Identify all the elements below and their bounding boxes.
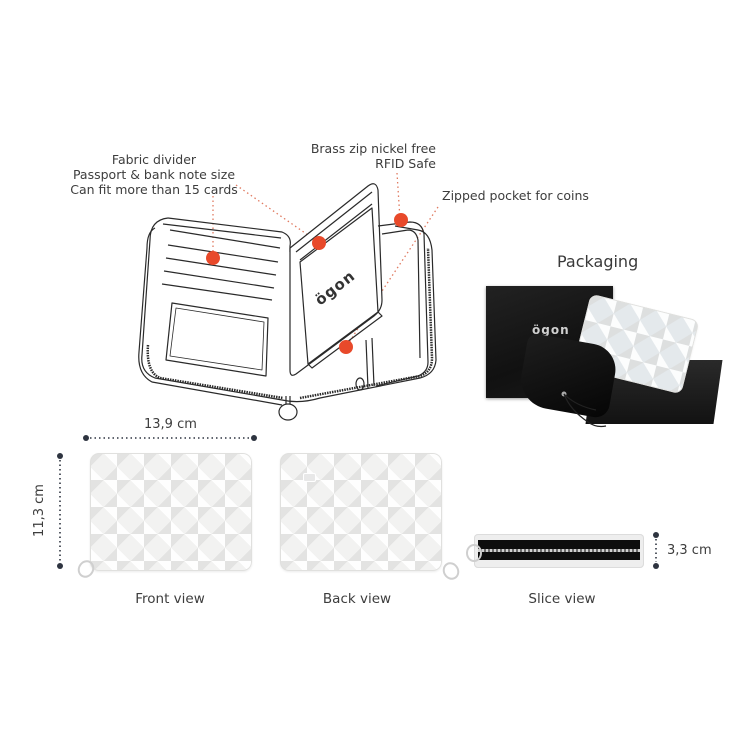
- depth-dimension-line: [653, 532, 659, 569]
- box-brand-logo: ögon: [532, 323, 570, 337]
- height-dimension-line: [57, 453, 63, 569]
- front-view-caption: Front view: [135, 591, 205, 607]
- packaging-title: Packaging: [557, 252, 639, 271]
- callout-zipped-pocket: Zipped pocket for coins: [442, 188, 589, 203]
- callout-line: Brass zip nickel free: [310, 141, 436, 156]
- back-view-zip-ring: [439, 559, 463, 583]
- callout-dots: [206, 213, 408, 354]
- back-view-caption: Back view: [322, 591, 392, 607]
- back-view-wallet: [280, 453, 442, 571]
- slice-view-zipper: [478, 540, 640, 560]
- callout-line: Passport & bank note size: [72, 167, 236, 182]
- callout-line: Fabric divider: [111, 152, 197, 167]
- width-dimension-line: [83, 435, 257, 441]
- callout-line: Can fit more than 15 cards: [70, 182, 238, 197]
- depth-label: 3,3 cm: [667, 543, 712, 558]
- slice-view-wallet: [474, 534, 644, 568]
- slice-view-zip-ring: [466, 544, 482, 562]
- callout-brass-zip: Brass zip nickel free RFID Safe: [300, 141, 436, 171]
- front-view-wallet: [90, 453, 252, 571]
- slice-view-caption: Slice view: [528, 591, 596, 607]
- back-view-logo-icon: [303, 473, 316, 482]
- callout-line: RFID Safe: [375, 156, 436, 171]
- height-label: 11,3 cm: [31, 484, 47, 537]
- wallet-open-diagram: ögon: [138, 172, 439, 421]
- drawstring-cord: [561, 391, 607, 428]
- callout-fabric-divider: Fabric divider Passport & bank note size…: [62, 152, 246, 197]
- width-label: 13,9 cm: [144, 417, 197, 432]
- packaging-photo: ögon: [480, 280, 723, 440]
